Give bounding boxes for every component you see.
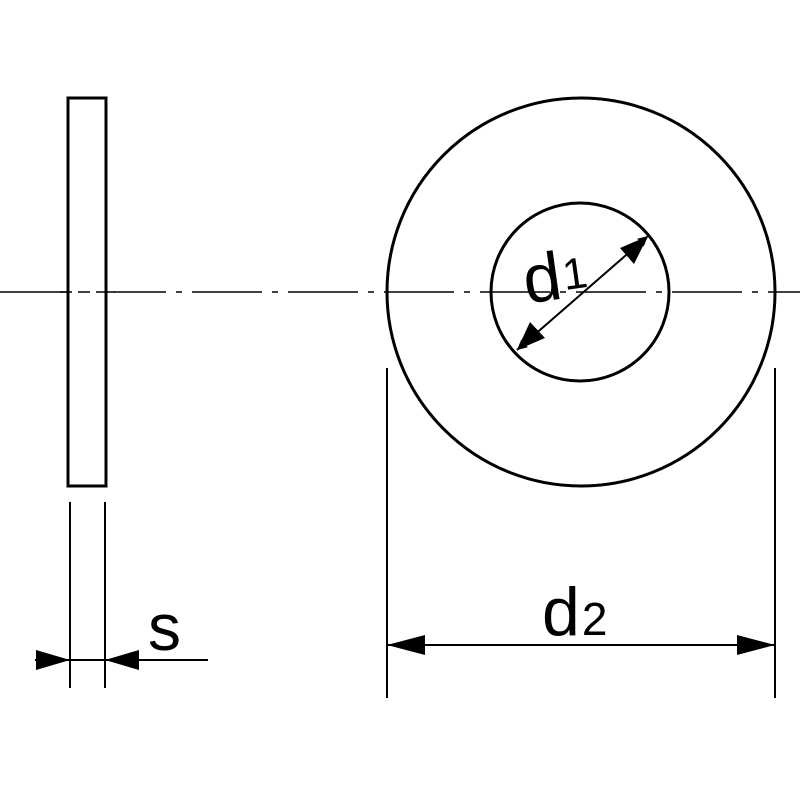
outer-circle (385, 96, 777, 488)
inner-circle (489, 201, 671, 383)
d1-label: d1 (518, 234, 592, 318)
d1-arrow-end (620, 236, 648, 264)
d1-arrow-start (517, 322, 545, 350)
s-label: s (148, 590, 181, 664)
d2-arrow-right (737, 635, 775, 655)
s-arrow-right (105, 650, 139, 670)
d2-arrow-left (387, 635, 425, 655)
s-arrow-left (36, 650, 70, 670)
d2-label: d2 (542, 574, 607, 650)
